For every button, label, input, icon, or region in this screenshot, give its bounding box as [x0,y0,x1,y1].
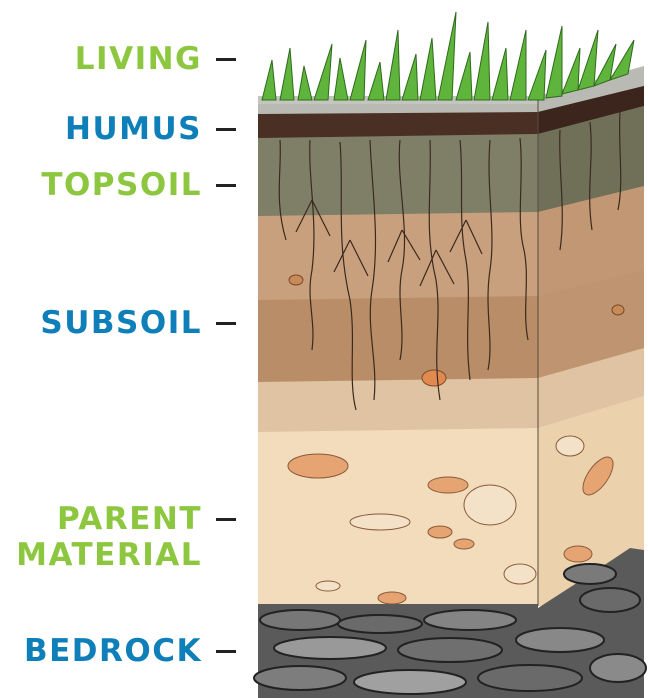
label-humus: HUMUS [65,112,202,146]
label-bedrock: BEDROCK [24,634,202,668]
label-subsoil: SUBSOIL [40,306,202,340]
dash-bedrock [216,650,236,653]
dash-living [216,58,236,61]
grass [262,12,634,100]
label-parent-material-line1: PARENT [57,502,202,536]
label-topsoil: TOPSOIL [41,168,202,202]
subsoil-layer [258,186,644,434]
dash-subsoil [216,322,236,325]
label-parent-material-line2: MATERIAL [16,538,202,572]
dash-parent-material [216,518,236,521]
dash-humus [216,128,236,131]
dash-topsoil [216,184,236,187]
label-living: LIVING [75,42,202,76]
